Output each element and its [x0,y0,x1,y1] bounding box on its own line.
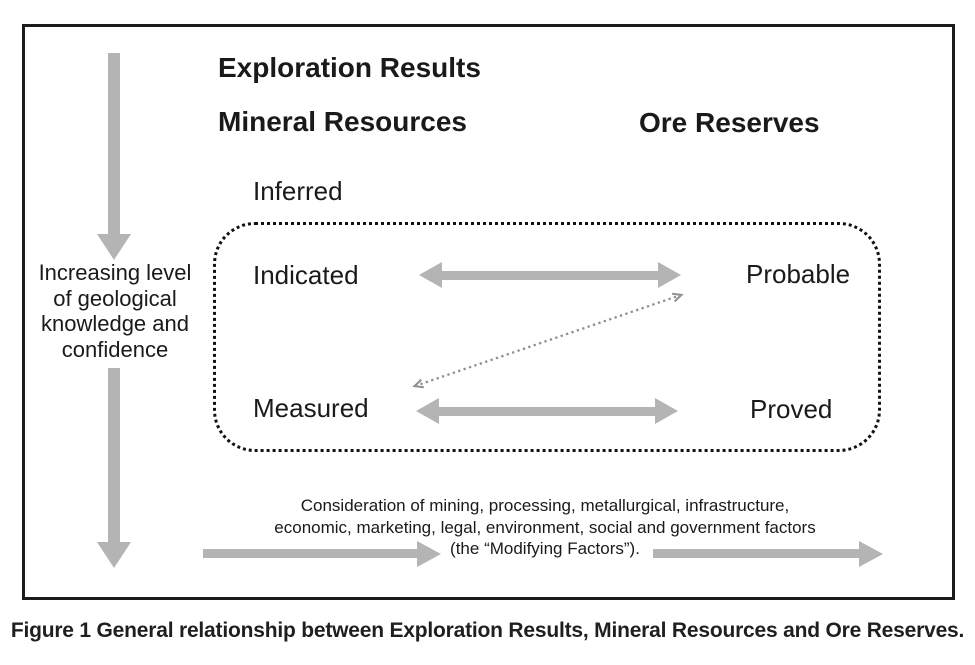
arrow-right-head-icon [859,540,883,567]
label-proved: Proved [750,394,833,424]
arrow-down-head-icon [97,234,131,260]
label-probable: Probable [746,259,851,289]
label-indicated: Indicated [253,260,359,290]
measured-proved-arrow [416,398,678,424]
arrow-shaft [108,53,120,234]
arrow-left-head-icon [419,262,442,288]
arrow-right-head-icon [417,540,441,567]
arrow-shaft [203,549,417,558]
indicated-probable-arrow [419,262,681,288]
arrow-shaft [653,549,859,558]
arrow-right-head-icon [655,398,678,424]
measured-probable-dotted-arrow [412,292,684,389]
knowledge-axis-arrow-top [97,53,131,260]
figure-caption: Figure 1 General relationship between Ex… [10,619,965,642]
arrow-shaft [439,406,655,416]
knowledge-axis-arrow-bottom [97,368,131,568]
heading-ore-reserves: Ore Reserves [639,107,820,138]
resource-reserve-dotted-boundary [213,222,881,452]
modifying-factors-arrow-left [203,540,441,567]
arrow-left-head-icon [416,398,439,424]
label-inferred: Inferred [253,176,343,206]
arrow-shaft [108,368,120,542]
arrow-down-head-icon [97,542,131,568]
arrow-right-head-icon [658,262,681,288]
heading-mineral-resources: Mineral Resources [218,106,467,137]
modifying-factors-note: Consideration of mining, processing, met… [274,496,816,558]
modifying-factors-arrow-right [653,540,883,567]
axis-label-geological-confidence: Increasing level of geological knowledge… [38,260,192,362]
arrow-shaft [442,270,658,280]
label-measured: Measured [253,393,369,423]
heading-exploration-results: Exploration Results [218,52,481,83]
